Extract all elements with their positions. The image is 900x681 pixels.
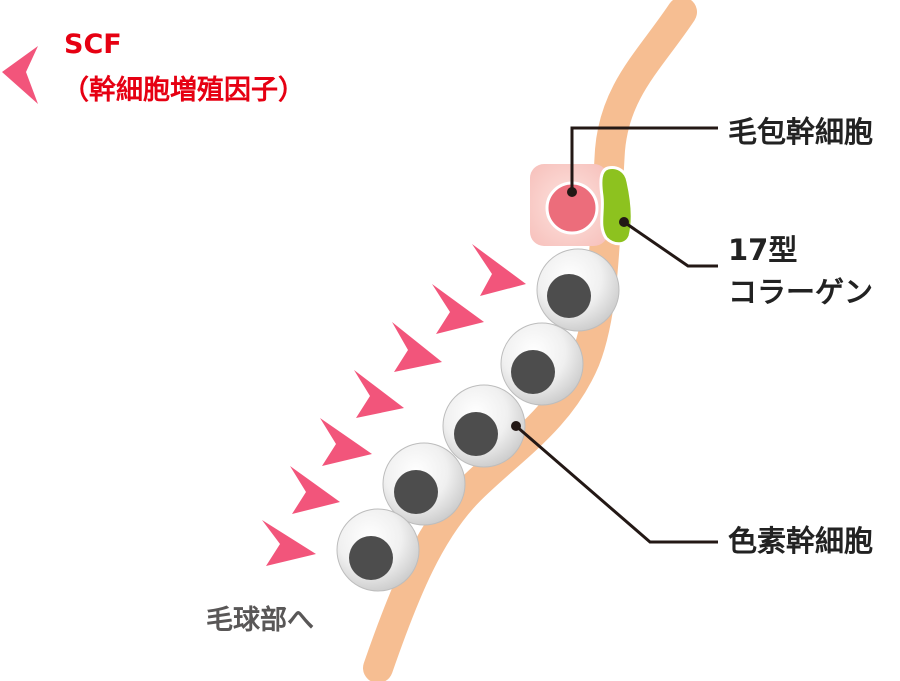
leader-dot-collagen [619,217,629,227]
collagen-xvii [599,166,634,246]
scf-marker [432,284,484,334]
hair-follicle-stem-cell [530,164,608,246]
scf-markers [262,244,526,566]
melanocyte-stem-cell [500,322,584,406]
hair-follicle-sheath [363,0,697,681]
scf-marker [320,418,372,466]
collagen-label-line2: コラーゲン [728,275,874,309]
leader-line-collagen [623,220,718,268]
scf-marker [392,322,442,372]
melanocyte-stem-cell-label: 色素幹細胞 [728,524,874,558]
scf-marker [472,244,526,296]
melanocyte-stem-cell [336,508,420,592]
to-hair-bulb-label: 毛球部へ [206,605,314,636]
scf-legend-title: SCF [64,29,122,60]
leader-dot-melanocyte-stem-cell [511,421,521,431]
melanocyte-stem-cell [536,248,620,332]
scf-marker [262,520,316,566]
scf-marker [354,370,404,418]
scf-legend-marker [2,46,38,104]
collagen-label-line1: 17型 [728,233,798,267]
leader-dot-hair-follicle-stem-cell [567,187,577,197]
scf-legend-subtitle: （幹細胞増殖因子） [62,75,305,106]
leader-lines [511,126,718,544]
melanocyte-stem-cell [382,442,466,526]
melanocyte-stem-cells [336,248,620,592]
leader-line-hair-follicle-stem-cell [570,126,718,192]
leader-line-melanocyte-stem-cell [515,424,718,544]
melanocyte-stem-cell [442,384,526,468]
scf-marker [290,466,340,514]
hair-follicle-stem-cell-label: 毛包幹細胞 [728,115,874,149]
